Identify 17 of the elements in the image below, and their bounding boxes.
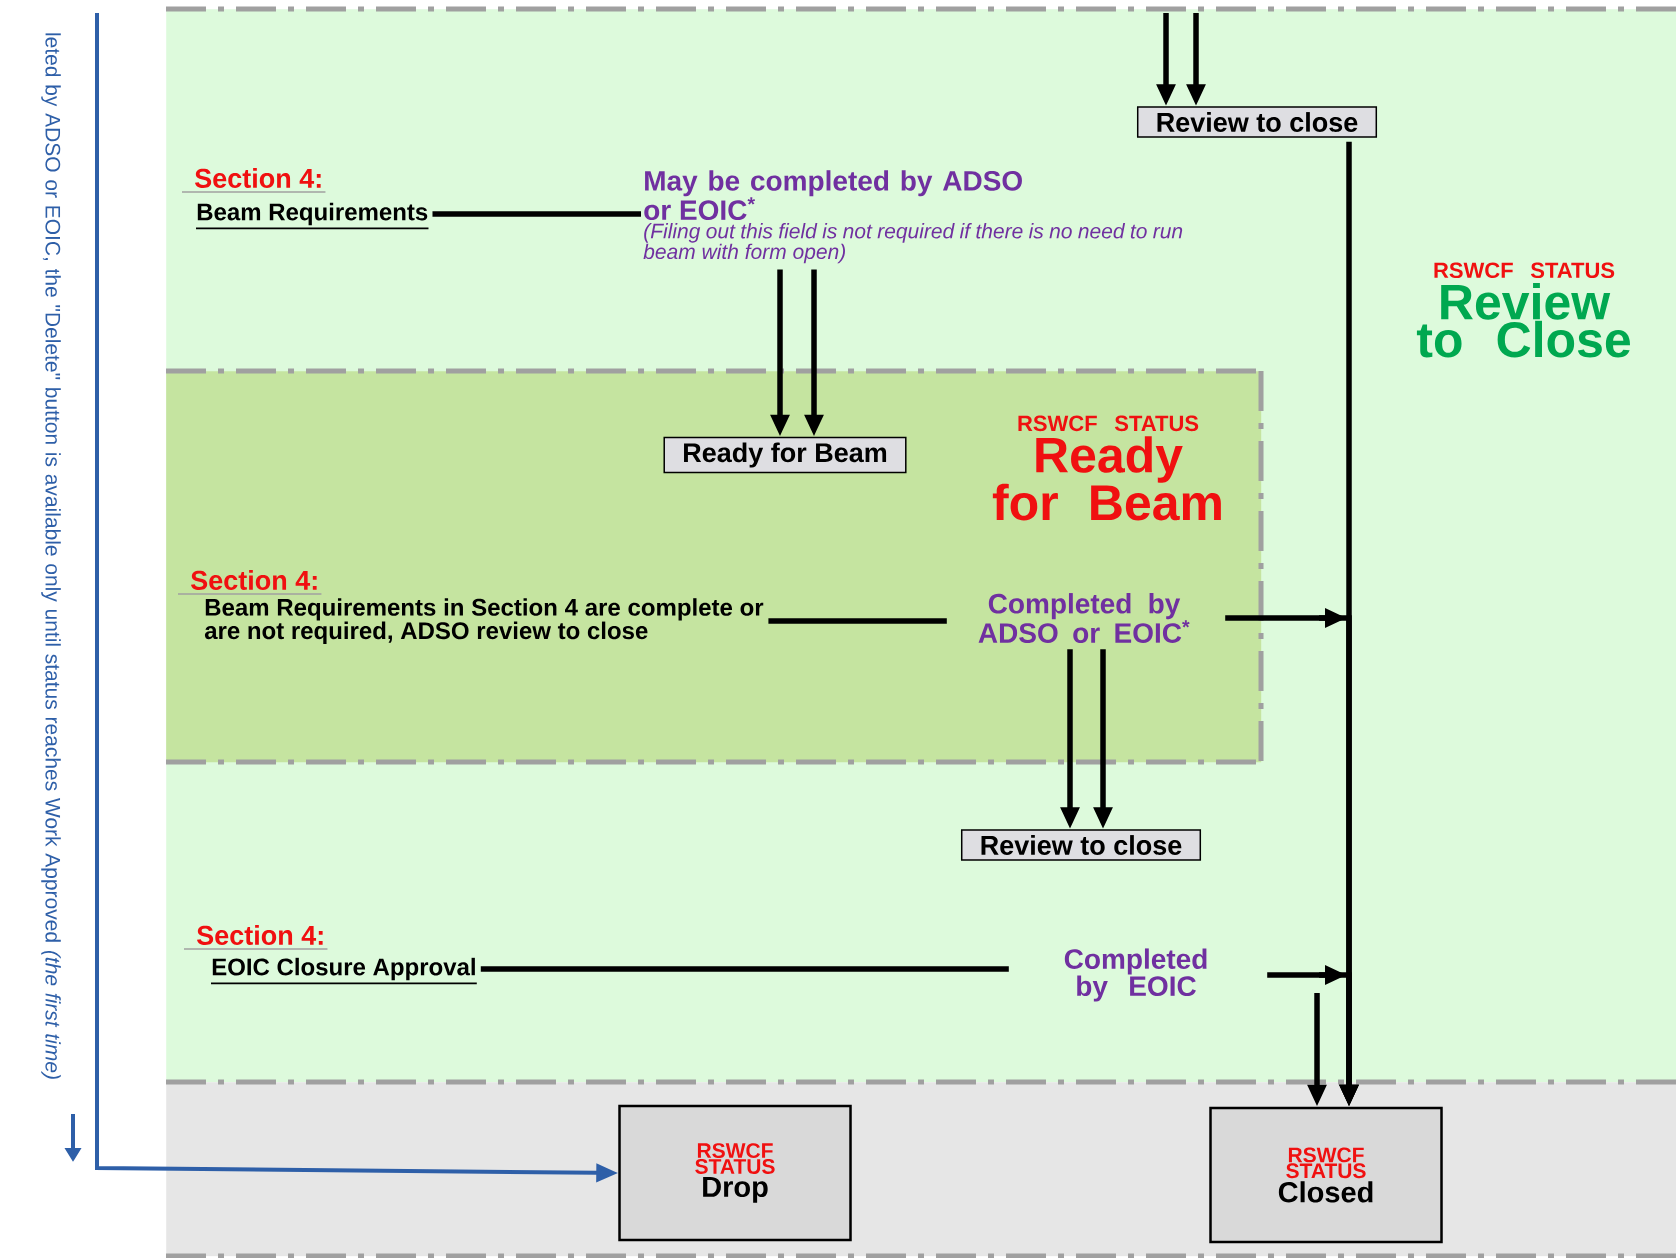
completion-note: Completed by EOIC <box>1064 948 1207 1002</box>
status-box: RSWCF STATUS Closed <box>1209 1106 1443 1244</box>
section-text: Beam Requirements in Section 4 are complete or are not required, ADSO review to close <box>204 598 764 644</box>
completion-note: Completed by ADSO or EOIC$^{*}$ <box>978 593 1190 643</box>
section-heading: Section 4: <box>197 925 323 945</box>
field-name: Beam Requirements <box>195 202 430 230</box>
status-label: RSWCF STATUS Review to Close <box>1416 262 1630 358</box>
status-label: RSWCF STATUS Ready for Beam <box>992 415 1221 521</box>
status-box: RSWCF STATUS Drop <box>618 1104 852 1242</box>
status-box: Ready for Beam <box>663 436 907 474</box>
status-box: Review to close <box>960 829 1202 861</box>
section-heading: Section 4: <box>191 570 317 590</box>
completion-note: May be completed by ADSO or EOIC$^{*}$ (Filing out this field is not required if there is no need to run beam with form open) <box>643 170 1183 264</box>
section-heading: Section 4: <box>195 168 321 188</box>
side-note: leted by ADSO or EOIC, the "Delete" button is available only until status reaches Work Approved (the first time) <box>41 33 61 1079</box>
status-box: Review to close <box>1136 106 1378 138</box>
field-name: EOIC Closure Approval <box>210 957 478 985</box>
